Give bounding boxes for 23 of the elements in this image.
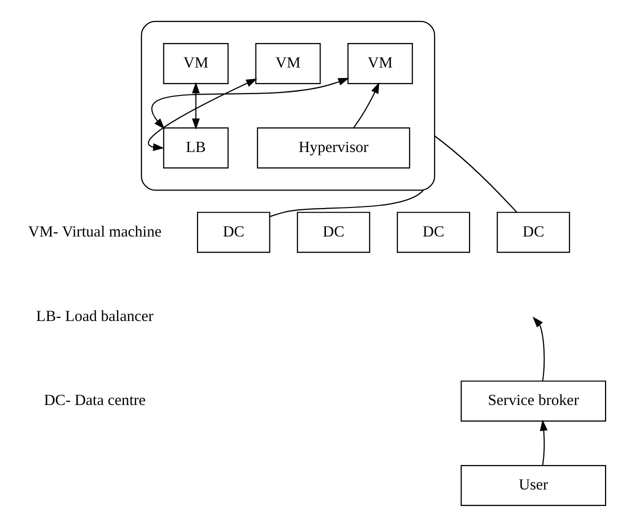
label: VM- Virtual machine (28, 223, 162, 240)
node-box: Service broker (460, 380, 606, 422)
label: LB- Load balancer (36, 308, 153, 325)
cluster (140, 20, 435, 191)
node-box: DC (296, 212, 370, 253)
node-box: LB (162, 127, 228, 169)
node-box: Hypervisor (256, 127, 410, 169)
label: DC- Data centre (43, 392, 146, 410)
node-box: User (460, 464, 606, 506)
arrow (151, 78, 349, 130)
arrow (532, 316, 544, 381)
arrow (148, 78, 257, 152)
arrow (352, 82, 379, 128)
arrow (191, 82, 200, 130)
node-box: VM (346, 43, 412, 84)
connector (434, 135, 517, 213)
node-box: VM (254, 43, 320, 84)
arrow (539, 420, 548, 466)
node-box: DC (196, 212, 270, 253)
node-box: VM (162, 43, 228, 84)
connector (269, 190, 424, 218)
node-box: DC (496, 212, 570, 253)
node-box: DC (396, 212, 470, 253)
